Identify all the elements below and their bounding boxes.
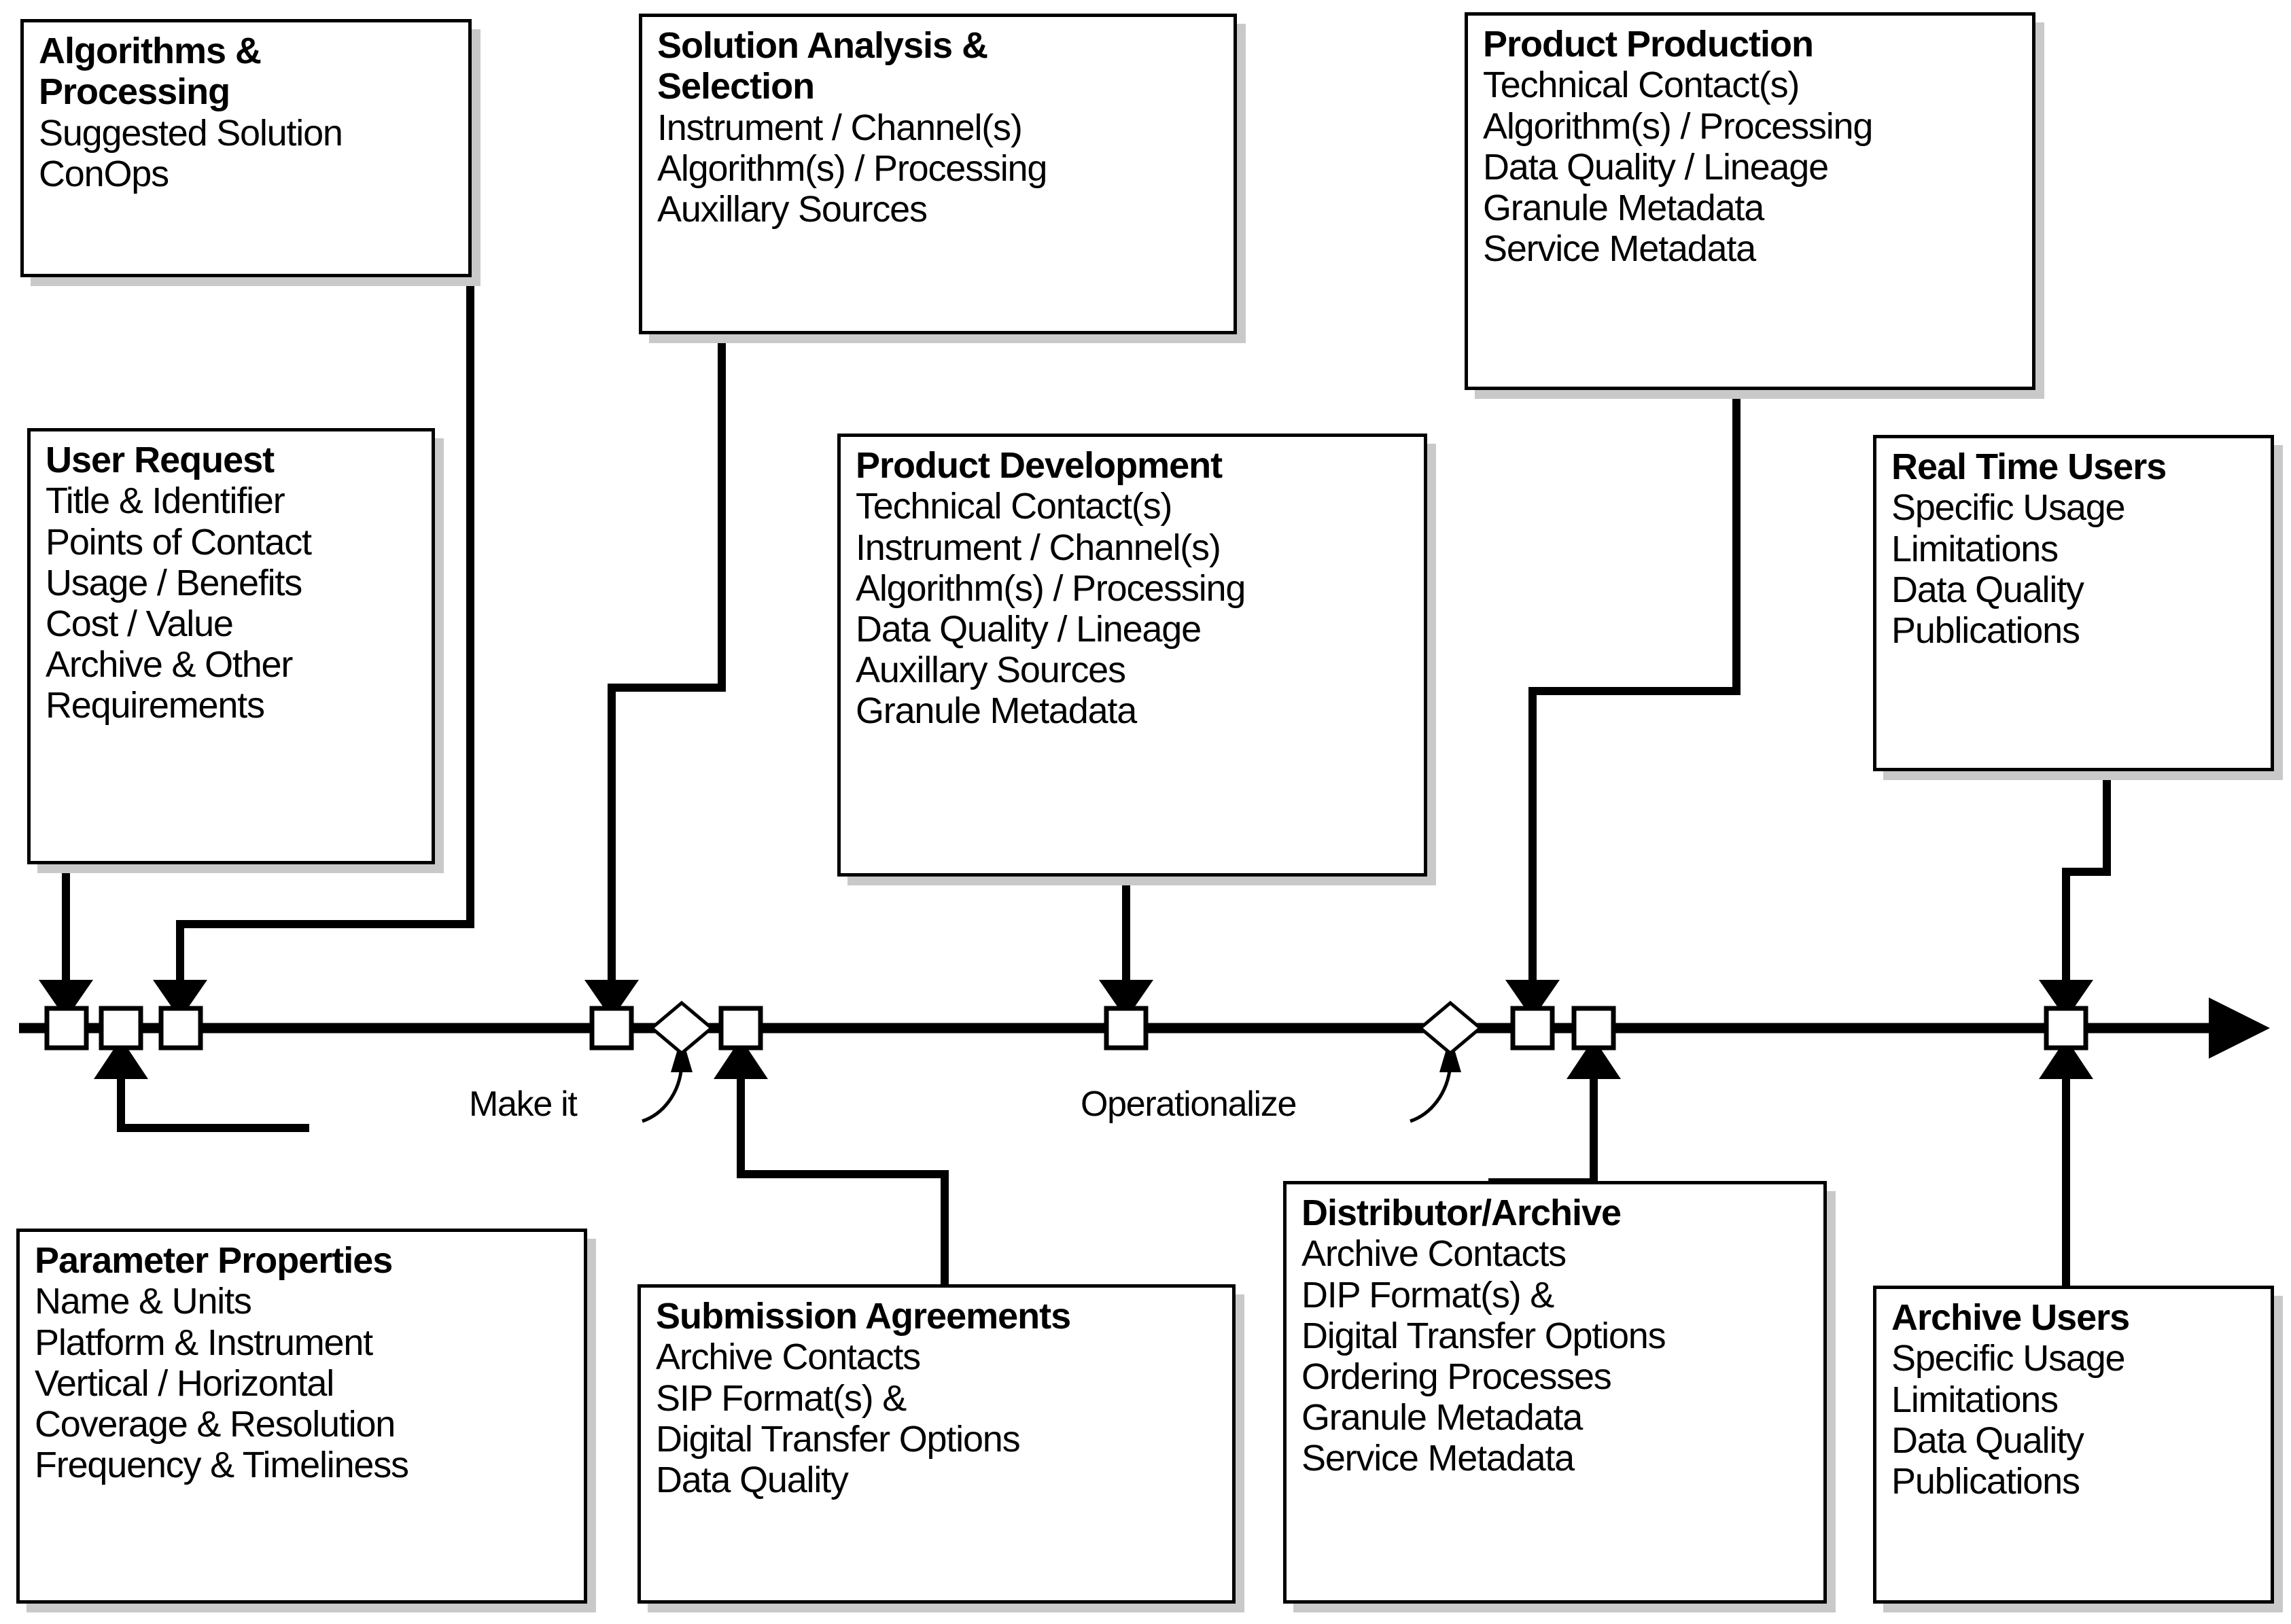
milestone-m1[interactable]	[44, 1006, 89, 1051]
box-solution-analysis-selection[interactable]: Solution Analysis & Selection Instrument…	[639, 14, 1237, 334]
connector-solution-analysis-to-axis	[584, 333, 726, 1019]
box-line: Digital Transfer Options	[1301, 1315, 1666, 1356]
milestone-m5-diamond[interactable]	[649, 1000, 714, 1056]
connector-archive-users-to-axis	[2039, 1038, 2093, 1291]
box-line: Data Quality / Lineage	[1483, 146, 1829, 188]
box-line: Algorithm(s) / Processing	[1483, 105, 1873, 147]
box-line: Archive & Other	[46, 644, 293, 686]
box-line: ConOps	[39, 154, 169, 195]
milestone-m11[interactable]	[2044, 1006, 2088, 1051]
box-line: Data Quality / Lineage	[856, 609, 1202, 650]
box-line: Data Quality	[656, 1460, 849, 1501]
box-title: Archive Users	[1891, 1297, 2130, 1338]
box-line: Limitations	[1891, 1379, 2059, 1420]
timeline-label-make-it: Make it	[469, 1084, 578, 1124]
box-line: Points of Contact	[46, 521, 312, 563]
box-archive-users[interactable]: Archive Users Specific Usage Limitations…	[1873, 1286, 2274, 1604]
box-line: Frequency & Timeliness	[35, 1445, 409, 1486]
box-line: Ordering Processes	[1301, 1356, 1612, 1398]
box-line: Granule Metadata	[856, 690, 1137, 732]
connector-user-request-to-axis	[39, 864, 93, 1019]
timeline-axis	[19, 998, 2270, 1059]
box-line: Algorithm(s) / Processing	[657, 148, 1047, 190]
box-line: Usage / Benefits	[46, 562, 302, 603]
milestone-m8-diamond[interactable]	[1418, 1000, 1483, 1056]
box-line: Granule Metadata	[1483, 188, 1764, 229]
box-title: Product Development	[856, 445, 1223, 486]
box-line: Instrument / Channel(s)	[657, 107, 1023, 148]
connector-parameter-properties-to-axis	[94, 1038, 309, 1132]
box-line: Specific Usage	[1891, 1338, 2126, 1379]
box-line: Archive Contacts	[656, 1337, 921, 1378]
box-product-development[interactable]: Product Development Technical Contact(s)…	[837, 434, 1427, 877]
box-line: Specific Usage	[1891, 487, 2126, 529]
box-distributor-archive[interactable]: Distributor/Archive Archive Contacts DIP…	[1283, 1181, 1827, 1604]
box-line: DIP Format(s) &	[1301, 1274, 1554, 1316]
box-title: Solution Analysis &	[657, 25, 988, 66]
box-line: Data Quality	[1891, 1419, 2084, 1461]
box-line: Archive Contacts	[1301, 1233, 1567, 1275]
box-line: Technical Contact(s)	[1483, 65, 1800, 106]
connector-distributor-archive-to-axis	[1488, 1038, 1621, 1186]
box-line: Cost / Value	[46, 603, 234, 645]
box-line: Technical Contact(s)	[856, 486, 1172, 527]
milestone-m6[interactable]	[718, 1006, 763, 1051]
box-line: Service Metadata	[1483, 228, 1756, 270]
box-line: Algorithm(s) / Processing	[856, 567, 1246, 609]
callout-operationalize	[1410, 1036, 1461, 1123]
connector-product-production-to-axis	[1505, 387, 1741, 1019]
milestone-m7[interactable]	[1104, 1006, 1149, 1051]
box-line: Name & Units	[35, 1281, 252, 1322]
box-title: Product Production	[1483, 24, 1814, 65]
milestone-m10[interactable]	[1571, 1006, 1616, 1051]
box-line: Data Quality	[1891, 569, 2084, 610]
connector-product-development-to-axis	[1099, 877, 1153, 1019]
box-line: SIP Format(s) &	[656, 1377, 907, 1419]
timeline-label-operationalize: Operationalize	[1081, 1084, 1297, 1124]
box-line: Coverage & Resolution	[35, 1404, 396, 1445]
box-title: Parameter Properties	[35, 1240, 393, 1281]
box-title: Algorithms &	[39, 31, 262, 71]
box-line: Suggested Solution	[39, 112, 343, 154]
box-real-time-users[interactable]: Real Time Users Specific Usage Limitatio…	[1873, 435, 2274, 771]
connector-real-time-users-to-axis	[2039, 771, 2111, 1019]
box-line: Publications	[1891, 1461, 2080, 1502]
box-line: Instrument / Channel(s)	[856, 527, 1221, 568]
box-submission-agreements[interactable]: Submission Agreements Archive Contacts S…	[637, 1284, 1236, 1604]
box-line: Digital Transfer Options	[656, 1418, 1021, 1460]
box-line: Service Metadata	[1301, 1438, 1575, 1479]
box-title-line2: Selection	[657, 66, 815, 107]
box-title: Real Time Users	[1891, 446, 2167, 487]
box-line: Platform & Instrument	[35, 1322, 373, 1363]
box-user-request[interactable]: User Request Title & Identifier Points o…	[27, 428, 435, 864]
box-title-line2: Processing	[39, 71, 230, 113]
milestone-m4[interactable]	[589, 1006, 634, 1051]
box-line: Auxillary Sources	[856, 650, 1126, 691]
box-line: Vertical / Horizontal	[35, 1362, 334, 1404]
connector-submission-agreements-to-axis	[714, 1038, 949, 1286]
box-line: Publications	[1891, 610, 2080, 652]
box-title: Distributor/Archive	[1301, 1193, 1622, 1233]
box-line: Limitations	[1891, 528, 2059, 569]
milestone-m3[interactable]	[158, 1006, 203, 1051]
box-product-production[interactable]: Product Production Technical Contact(s) …	[1465, 12, 2035, 390]
box-line: Requirements	[46, 685, 265, 726]
box-parameter-properties[interactable]: Parameter Properties Name & Units Platfo…	[16, 1229, 587, 1604]
callout-make-it	[642, 1036, 693, 1123]
box-line: Title & Identifier	[46, 480, 285, 522]
box-line: Granule Metadata	[1301, 1397, 1583, 1438]
box-algorithms-processing[interactable]: Algorithms & Processing Suggested Soluti…	[20, 19, 472, 277]
timeline-arrowhead	[2209, 998, 2270, 1059]
box-line: Auxillary Sources	[657, 189, 928, 230]
milestone-m2[interactable]	[99, 1006, 143, 1051]
box-title: User Request	[46, 440, 275, 480]
box-title: Submission Agreements	[656, 1296, 1071, 1337]
milestone-m9[interactable]	[1510, 1006, 1555, 1051]
